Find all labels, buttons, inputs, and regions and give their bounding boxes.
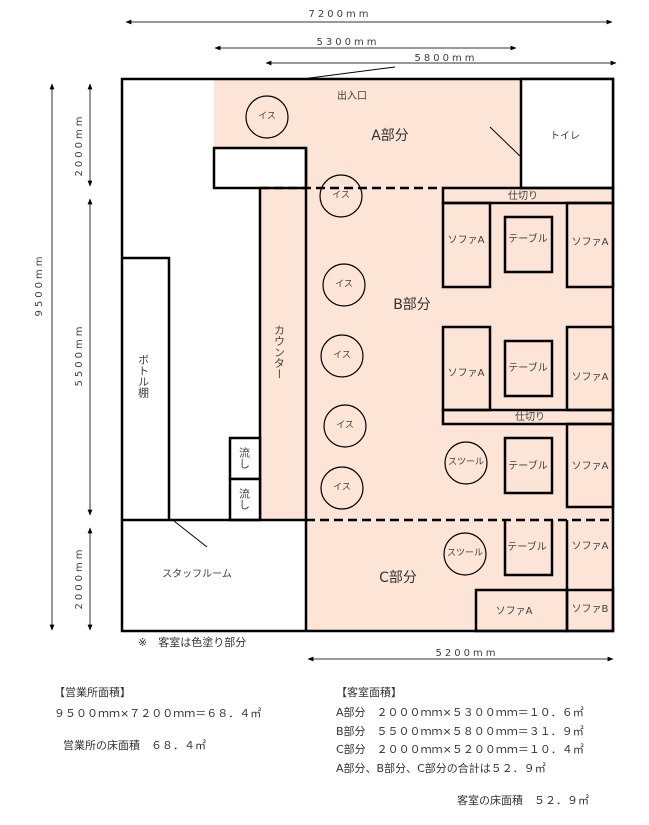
table-2 (503, 339, 554, 398)
partition-1 (441, 186, 615, 205)
table-label: テーブル (508, 461, 548, 472)
stool-label: スツール (447, 457, 485, 468)
walls (120, 66, 615, 633)
chair-label: イス (335, 279, 353, 290)
sofa-a-label: ソファA (571, 372, 609, 383)
dim-label-left-a: 2000mm (74, 113, 85, 177)
sofa-a-label: ソファA (571, 461, 609, 472)
area-a-label: A部分 (371, 128, 409, 144)
table-4 (503, 520, 554, 577)
chair-label: イス (333, 350, 351, 361)
legend-note: ※ 客室は色塗り部分 (138, 636, 247, 649)
area-c-label: C部分 (379, 570, 417, 586)
area-b-fill (260, 188, 613, 520)
toilet-door-line (489, 126, 522, 158)
bottle-shelf-label: ボトル棚 (136, 354, 150, 398)
chair-circle (322, 263, 366, 307)
chair-label: イス (258, 111, 276, 122)
table-label: テーブル (508, 234, 548, 245)
business-area-formula: ９５００ｍｍ×７２００ｍｍ＝６８．４㎡ (54, 707, 262, 720)
guest-area-sum: A部分、B部分、C部分の合計は５２．９㎡ (336, 762, 546, 775)
chair-label: イス (332, 190, 350, 201)
table-label: テーブル (507, 542, 547, 553)
chair-circle (320, 334, 364, 378)
guest-area-row-c: C部分 ２０００ｍｍ×５２００ｍｍ＝１０．４㎡ (336, 743, 584, 756)
sofa-a-label: ソファA (447, 368, 485, 379)
table-1 (503, 215, 554, 274)
area-c-fill (306, 520, 613, 631)
dim-label-left-total: 9500mm (34, 253, 45, 317)
sofa-b-1 (565, 588, 615, 633)
dim-label-left-c: 2000mm (74, 546, 85, 610)
stool-circle (444, 441, 488, 485)
partition-2 (441, 408, 615, 426)
guest-room-fill (214, 80, 613, 631)
dim-label-top-a: 5300mm (316, 37, 380, 48)
chair-circle (245, 95, 289, 139)
seats (245, 95, 488, 576)
guest-area-row-a: A部分 ２０００ｍｍ×５３００ｍｍ＝１０．６㎡ (336, 706, 584, 719)
business-area-total: 営業所の床面積 ６８．４㎡ (63, 739, 206, 752)
dim-label-top-total: 7200mm (308, 9, 372, 20)
stool-circle (443, 532, 487, 576)
dim-label-bottom-c: 5200mm (435, 648, 499, 659)
toilet-room (519, 77, 615, 190)
chair-circle (320, 466, 364, 510)
sink-label: 流し (237, 488, 251, 510)
sofa-a-3 (441, 325, 492, 412)
sofa-b-label: ソファB (571, 604, 609, 615)
guest-area-heading: 【客室面積】 (336, 686, 402, 699)
stool-label: スツール (446, 548, 484, 559)
table-label: テーブル (508, 363, 548, 374)
partition-label: 仕切り (515, 412, 545, 423)
entrance-label: 出入口 (337, 91, 367, 102)
sofa-a-4 (565, 325, 615, 412)
toilet-label: トイレ (550, 131, 580, 142)
sofa-a-5 (565, 422, 615, 509)
bottle-shelf (122, 256, 171, 520)
chair-label: イス (333, 482, 351, 493)
business-area-heading: 【営業所面積】 (54, 686, 131, 699)
sofa-a-label: ソファA (571, 237, 609, 248)
chair-label: イス (336, 420, 354, 431)
entrance-door-line (301, 66, 396, 80)
sofa-a-label: ソファA (571, 541, 609, 552)
sink-1 (228, 436, 262, 481)
dim-label-left-b: 5500mm (74, 323, 85, 387)
dim-label-top-b: 5800mm (414, 53, 478, 64)
chair-circle (323, 404, 367, 448)
guest-area-row-b: B部分 ５５００ｍｍ×５８００ｍｍ＝３１．９㎡ (336, 725, 584, 738)
sofa-a-label: ソファA (495, 606, 533, 617)
table-3 (503, 436, 554, 495)
area-b-label: B部分 (393, 297, 431, 313)
chair-circle (319, 174, 363, 218)
counter-label: カウンター (272, 324, 286, 380)
sink-2 (228, 477, 262, 522)
service-box (212, 146, 308, 190)
staff-room-door-line (173, 520, 208, 548)
sofa-a-label: ソファA (447, 235, 485, 246)
partition-label: 仕切り (508, 191, 538, 202)
staff-room-label: スタッフルーム (162, 569, 232, 580)
sofa-a-2 (565, 201, 615, 289)
sink-label: 流し (237, 447, 251, 469)
sofa-a-1 (441, 201, 492, 289)
guest-area-total: 客室の床面積 ５２．９㎡ (457, 794, 589, 807)
dimension-lines (49, 19, 617, 662)
